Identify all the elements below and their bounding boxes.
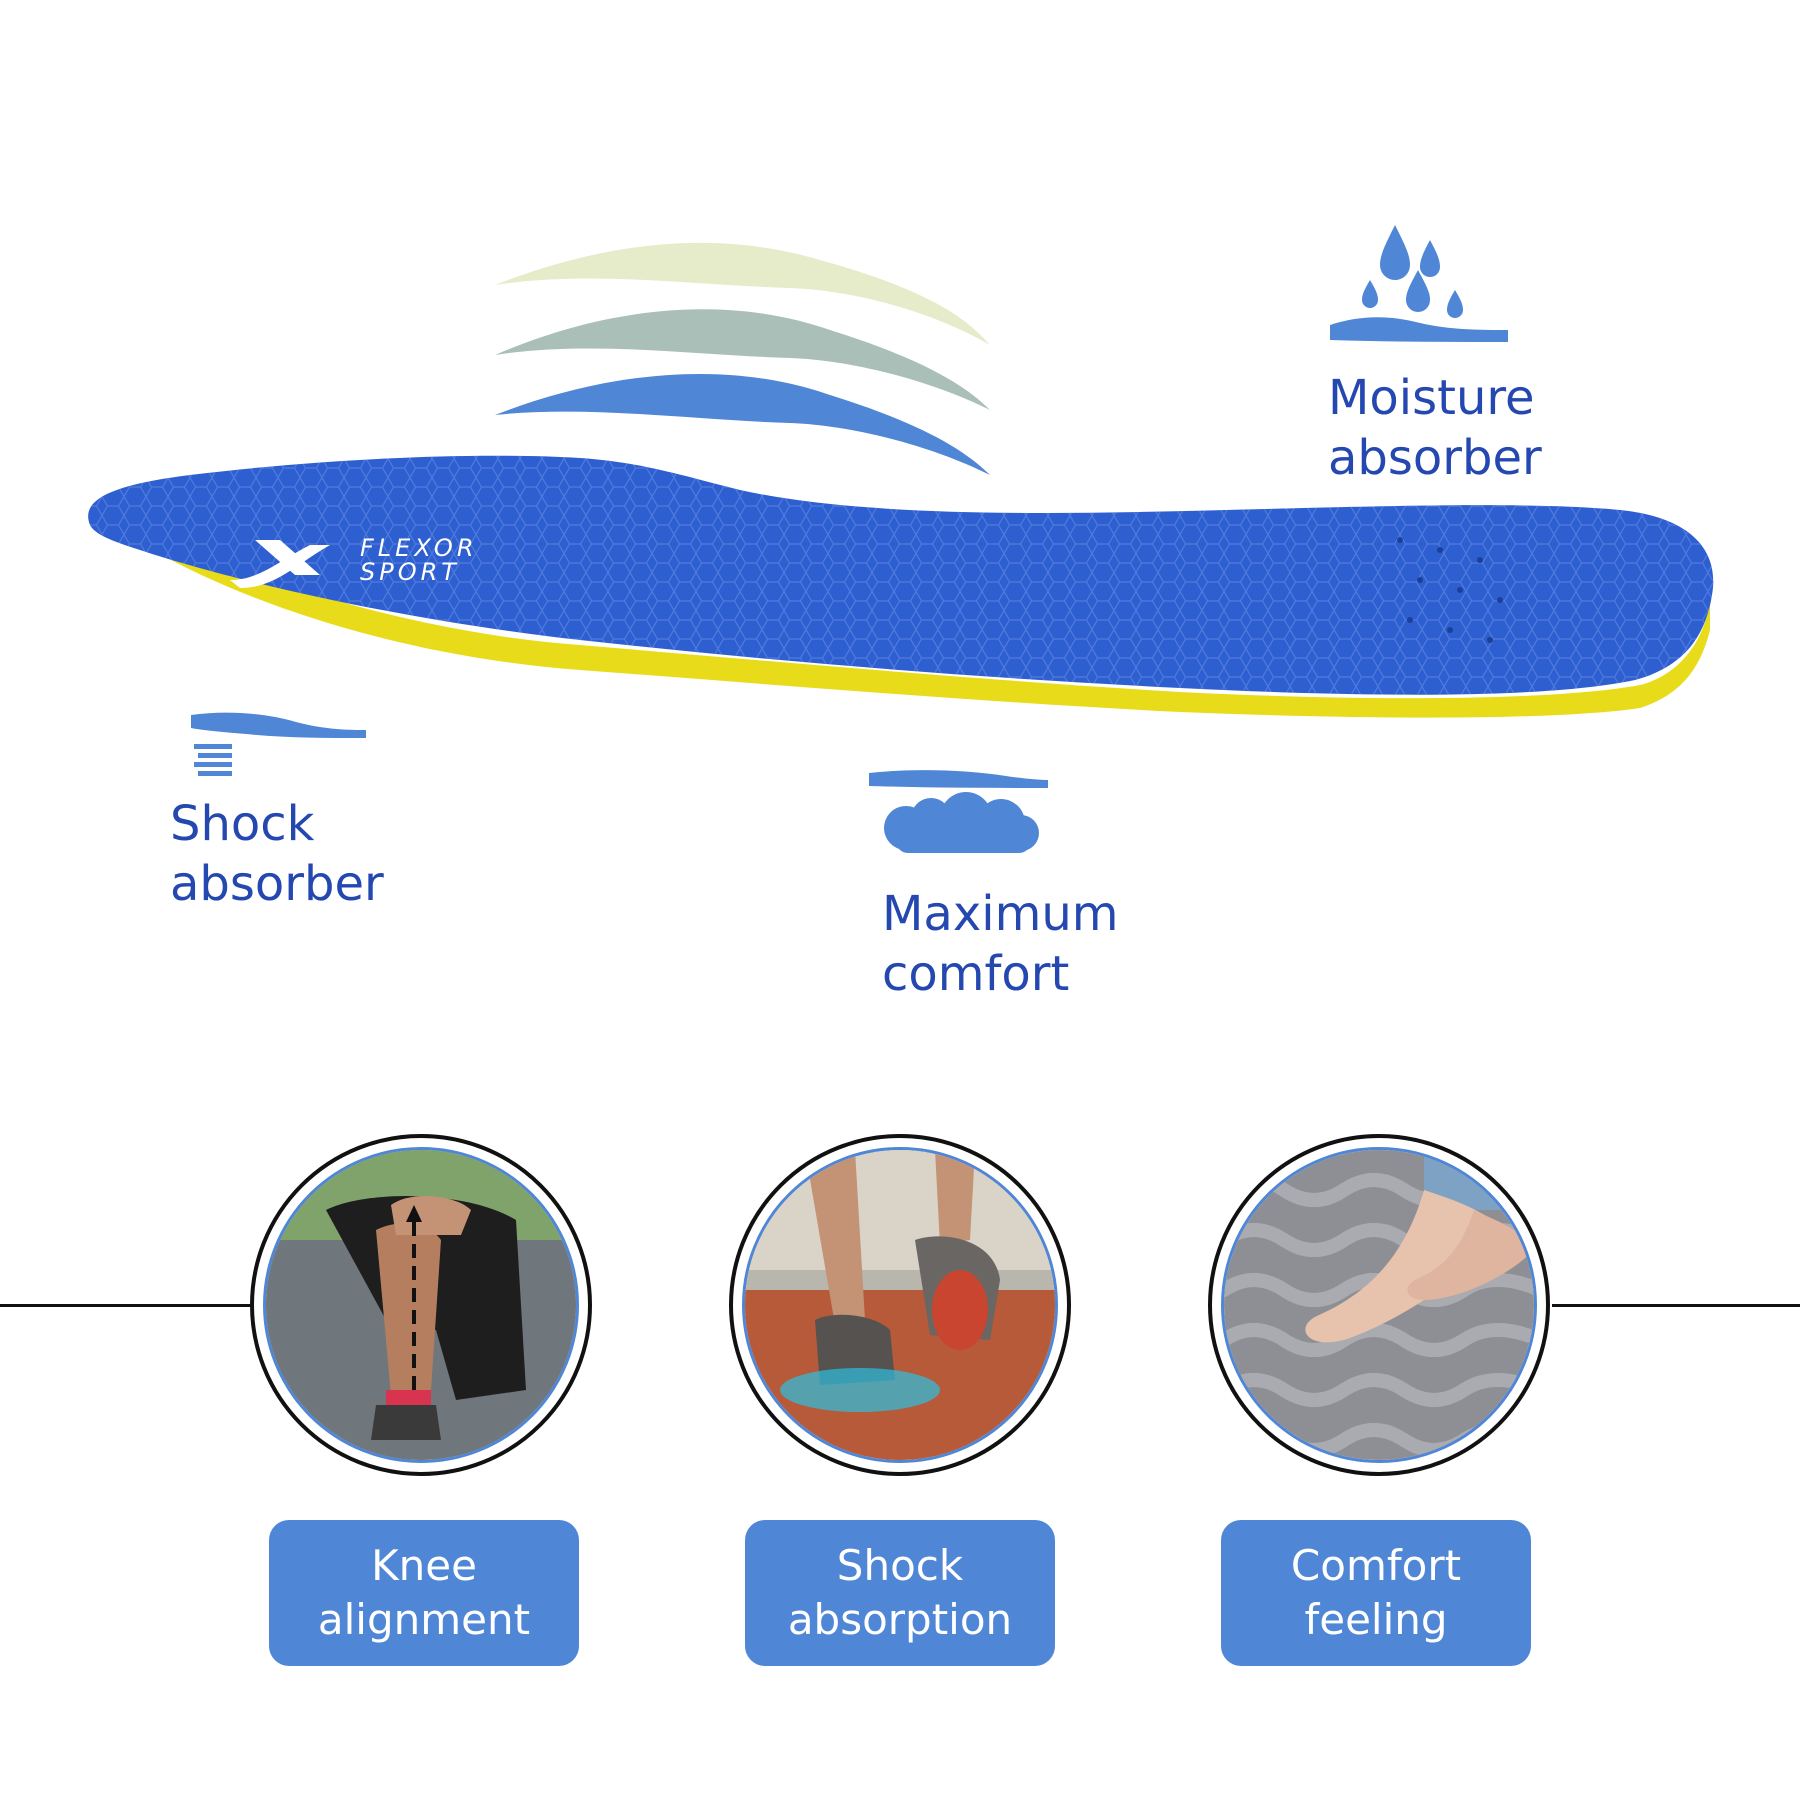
knee-alignment-photo bbox=[250, 1134, 592, 1476]
feature-moisture-absorber: Moisture absorber bbox=[1328, 368, 1542, 488]
feature-shock-line2: absorber bbox=[170, 856, 384, 912]
benefit-comfort-line2: feeling bbox=[1304, 1595, 1448, 1644]
insole-foam bbox=[110, 510, 1710, 718]
feature-shock-line1: Shock bbox=[170, 796, 315, 852]
cloud-cushion-icon bbox=[869, 770, 1048, 853]
wave-lines bbox=[495, 242, 990, 475]
benefit-shock-absorption: Shock absorption bbox=[745, 1520, 1055, 1666]
feature-moisture-line1: Moisture bbox=[1328, 370, 1535, 426]
benefit-comfort-line1: Comfort bbox=[1290, 1541, 1462, 1590]
insole-brand-line1: FLEXOR bbox=[360, 534, 478, 562]
insole-perforations bbox=[1397, 537, 1503, 643]
feature-comfort-line2: comfort bbox=[882, 946, 1070, 1002]
wave-bottom bbox=[495, 373, 990, 475]
divider-right bbox=[1552, 1304, 1800, 1307]
benefit-knee-line1: Knee bbox=[371, 1541, 477, 1590]
feature-moisture-line2: absorber bbox=[1328, 430, 1542, 486]
benefit-shock-line2: absorption bbox=[787, 1595, 1013, 1644]
feature-shock-absorber: Shock absorber bbox=[170, 794, 384, 914]
benefit-knee-line2: alignment bbox=[317, 1595, 531, 1644]
feature-comfort-line1: Maximum bbox=[882, 886, 1119, 942]
benefit-shock-line1: Shock bbox=[836, 1541, 964, 1590]
feature-maximum-comfort: Maximum comfort bbox=[882, 884, 1119, 1004]
insole-image: FLEXOR SPORT bbox=[88, 455, 1714, 718]
water-drops-icon bbox=[1330, 225, 1508, 342]
wave-middle bbox=[495, 309, 990, 410]
insole-brand-line2: SPORT bbox=[360, 558, 460, 586]
comfort-feeling-photo bbox=[1208, 1134, 1550, 1476]
wave-top bbox=[495, 242, 990, 345]
brand-logo-icon bbox=[230, 540, 330, 588]
spring-cushion-icon bbox=[191, 712, 366, 776]
shock-absorption-photo bbox=[729, 1134, 1071, 1476]
divider-left bbox=[0, 1304, 252, 1307]
benefit-comfort-feeling: Comfort feeling bbox=[1221, 1520, 1531, 1666]
benefit-knee-alignment: Knee alignment bbox=[269, 1520, 579, 1666]
